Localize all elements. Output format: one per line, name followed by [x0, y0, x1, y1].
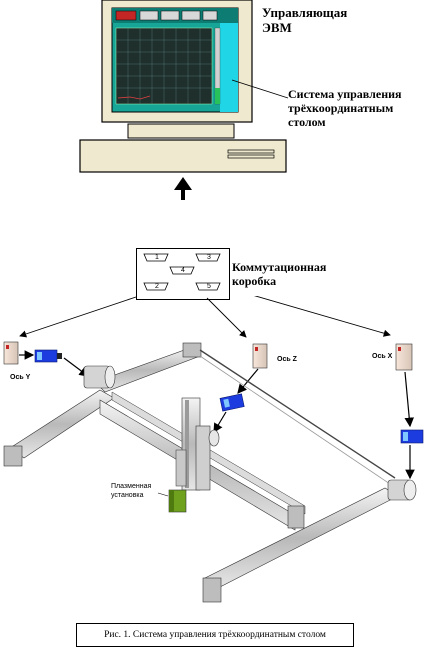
side-rail-left [3, 389, 115, 467]
computer-label-line2: ЭВМ [262, 20, 292, 35]
motor-x [400, 429, 424, 444]
figure-caption: Рис. 1. Система управления трёхкоординат… [104, 630, 326, 640]
switch-box-line1: Коммутационная [232, 260, 327, 274]
axis-x-label: Ось X [372, 353, 393, 360]
computer-label: Управляющая ЭВМ [262, 5, 347, 35]
arrow-to-y [19, 296, 137, 338]
plasma-unit [168, 489, 187, 513]
driver-x [395, 343, 413, 371]
arrow-to-z [206, 297, 247, 338]
axis-y-label: Ось Y [10, 374, 31, 381]
motor-y [34, 349, 62, 363]
plasma-label-line2: установка [111, 492, 144, 499]
x-motor-housing [387, 479, 417, 501]
screen-red-button [115, 10, 137, 21]
driver-y [3, 341, 19, 365]
gantry-rail-back [94, 342, 202, 393]
computer-label-line1: Управляющая [262, 5, 348, 20]
control-system-line1: Система управления [288, 87, 402, 101]
control-system-label: Система управления трёхкоординатным стол… [288, 87, 402, 129]
switch-port-2: 2 [155, 283, 159, 290]
switch-box-line2: коробка [232, 274, 277, 288]
switch-port-5: 5 [207, 283, 211, 290]
switch-port-1: 1 [155, 254, 159, 261]
monitor-stand [127, 123, 235, 139]
computer-illustration [79, 0, 289, 200]
system-unit [79, 139, 287, 173]
switch-port-3: 3 [207, 254, 211, 261]
cnc-table-illustration [3, 296, 424, 603]
control-system-line2: трёхкоординатным [288, 101, 394, 115]
switch-port-4: 4 [181, 267, 185, 274]
arrow-to-x [253, 296, 391, 337]
switch-box-label: Коммутационная коробка [232, 260, 326, 288]
axis-z-label: Ось Z [277, 356, 297, 363]
y-motor-housing [83, 365, 116, 389]
plasma-label: Плазменная установка [111, 482, 151, 500]
motor-z [219, 393, 245, 412]
control-system-line3: столом [288, 115, 326, 129]
plasma-label-line1: Плазменная [111, 483, 152, 490]
z-carriage [175, 397, 220, 491]
switch-box-ports [143, 253, 221, 291]
figure-caption-box: Рис. 1. Система управления трёхкоординат… [76, 623, 354, 647]
driver-z [252, 343, 268, 369]
